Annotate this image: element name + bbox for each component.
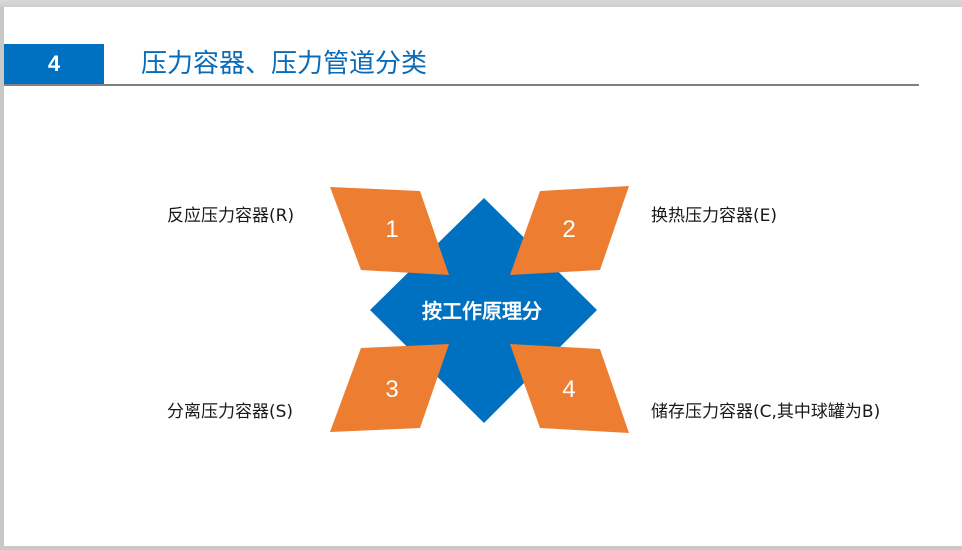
petal-4 bbox=[510, 344, 629, 433]
title-divider bbox=[4, 84, 919, 86]
slide-title: 压力容器、压力管道分类 bbox=[141, 49, 428, 79]
item-label-2: 换热压力容器(E) bbox=[651, 206, 778, 226]
item-label-4: 储存压力容器(C,其中球罐为B) bbox=[651, 402, 881, 422]
petal-3 bbox=[330, 344, 449, 432]
petal-3-number: 3 bbox=[385, 376, 398, 403]
petal-2 bbox=[510, 186, 629, 275]
center-label: 按工作原理分 bbox=[422, 299, 542, 323]
section-number-badge: 4 bbox=[4, 44, 104, 84]
slide: 4 压力容器、压力管道分类 1 2 3 4 按工作原理分 反应压力容器(R) 换… bbox=[4, 7, 962, 546]
item-label-1: 反应压力容器(R) bbox=[167, 206, 295, 226]
petal-1 bbox=[330, 187, 449, 275]
classification-diagram: 1 2 3 4 按工作原理分 bbox=[330, 186, 629, 433]
petal-4-number: 4 bbox=[562, 376, 575, 403]
item-label-3: 分离压力容器(S) bbox=[167, 402, 294, 422]
window-top-border bbox=[0, 0, 962, 7]
petal-1-number: 1 bbox=[385, 216, 398, 243]
petal-2-number: 2 bbox=[562, 216, 575, 243]
